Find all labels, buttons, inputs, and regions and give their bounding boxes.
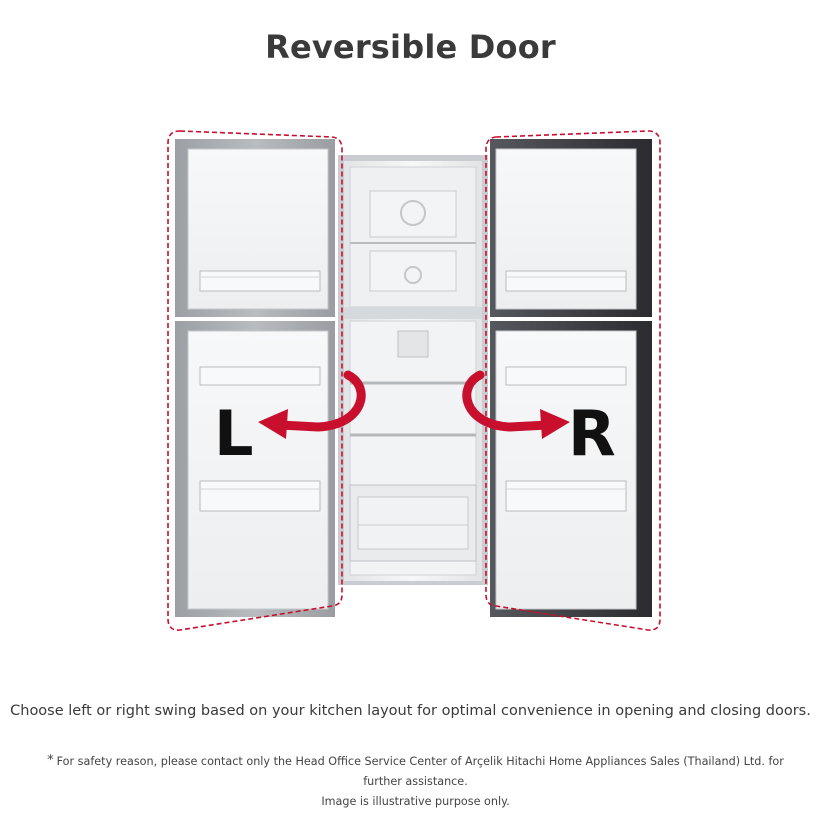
swing-arrow-right-icon: [462, 370, 570, 439]
footnote-line-1: *For safety reason, please contact only …: [30, 751, 801, 792]
description-caption: Choose left or right swing based on your…: [10, 703, 811, 719]
footnote: *For safety reason, please contact only …: [30, 751, 801, 812]
left-door-dashed-outline: [167, 130, 343, 631]
footnote-line-2: Image is illustrative purpose only.: [321, 795, 510, 808]
left-freezer-door: [175, 139, 335, 317]
right-swing-label: R: [568, 397, 616, 470]
page-title: Reversible Door: [265, 28, 556, 66]
fridge-cabinet: [338, 155, 488, 585]
footnote-text: For safety reason, please contact only t…: [56, 755, 784, 788]
swing-arrow-left-icon: [258, 370, 366, 439]
left-swing-label: L: [214, 397, 254, 470]
right-freezer-door: [490, 139, 652, 317]
right-door-dashed-outline: [485, 130, 661, 631]
right-fridge-door: [490, 321, 652, 617]
footnote-marker: *: [47, 753, 54, 768]
left-fridge-door: [175, 321, 335, 617]
refrigerator-illustration: L R: [150, 125, 671, 640]
